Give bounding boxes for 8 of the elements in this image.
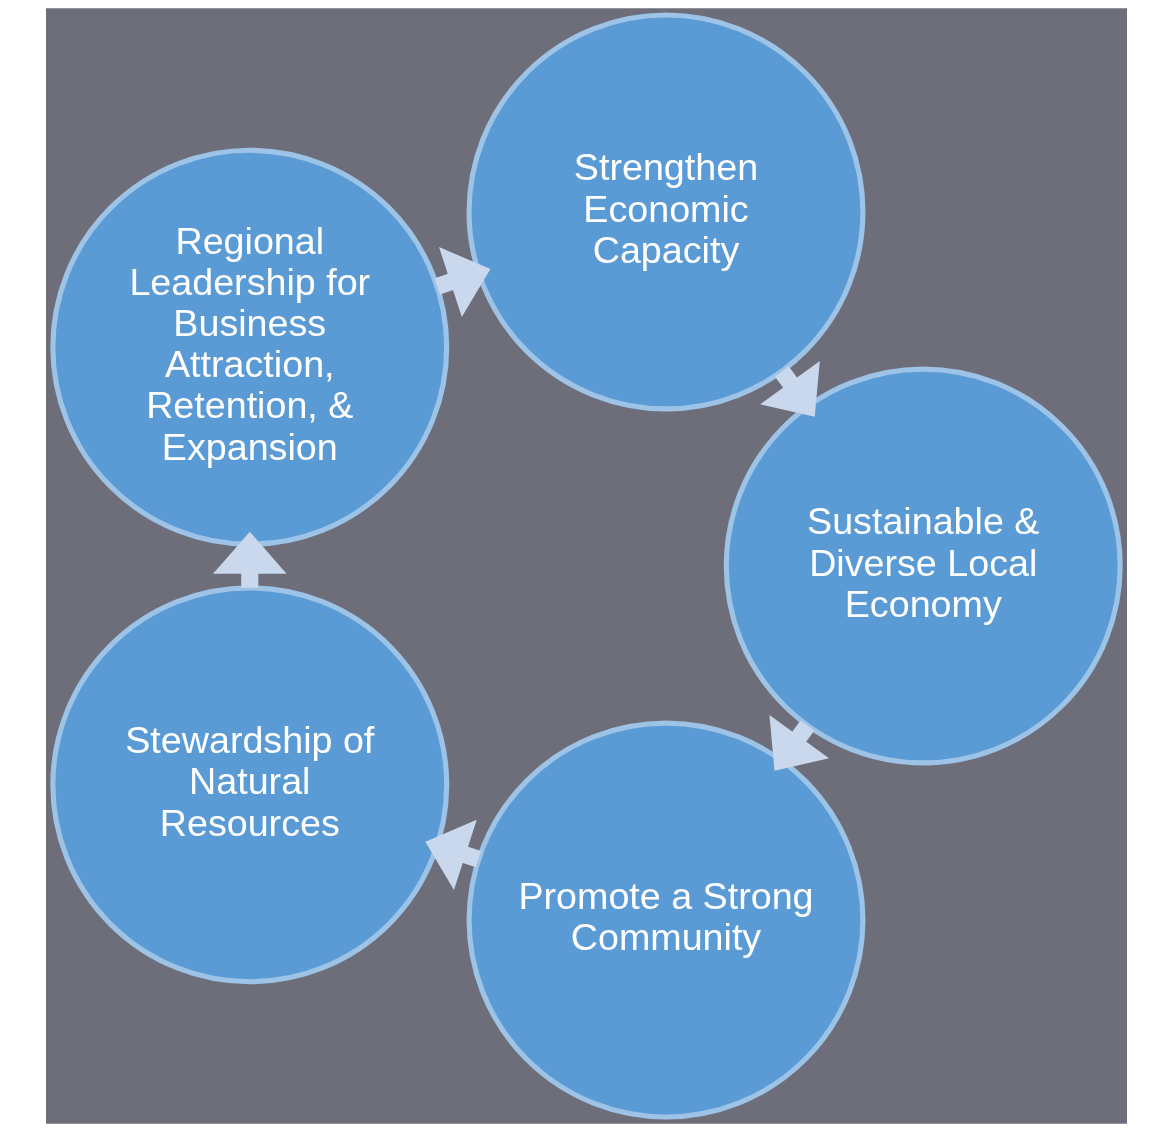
arrow bbox=[769, 715, 830, 771]
arrow bbox=[760, 360, 820, 417]
node-circle: Regional Leadership for Business Attraction, Retention, & Expansion bbox=[50, 147, 450, 547]
node-circle: Strengthen Economic Capacity bbox=[466, 12, 866, 412]
arrow bbox=[434, 246, 491, 318]
arrow bbox=[212, 531, 287, 588]
node-circle: Stewardship of Natural Resources bbox=[50, 585, 450, 985]
arrow bbox=[425, 819, 482, 890]
